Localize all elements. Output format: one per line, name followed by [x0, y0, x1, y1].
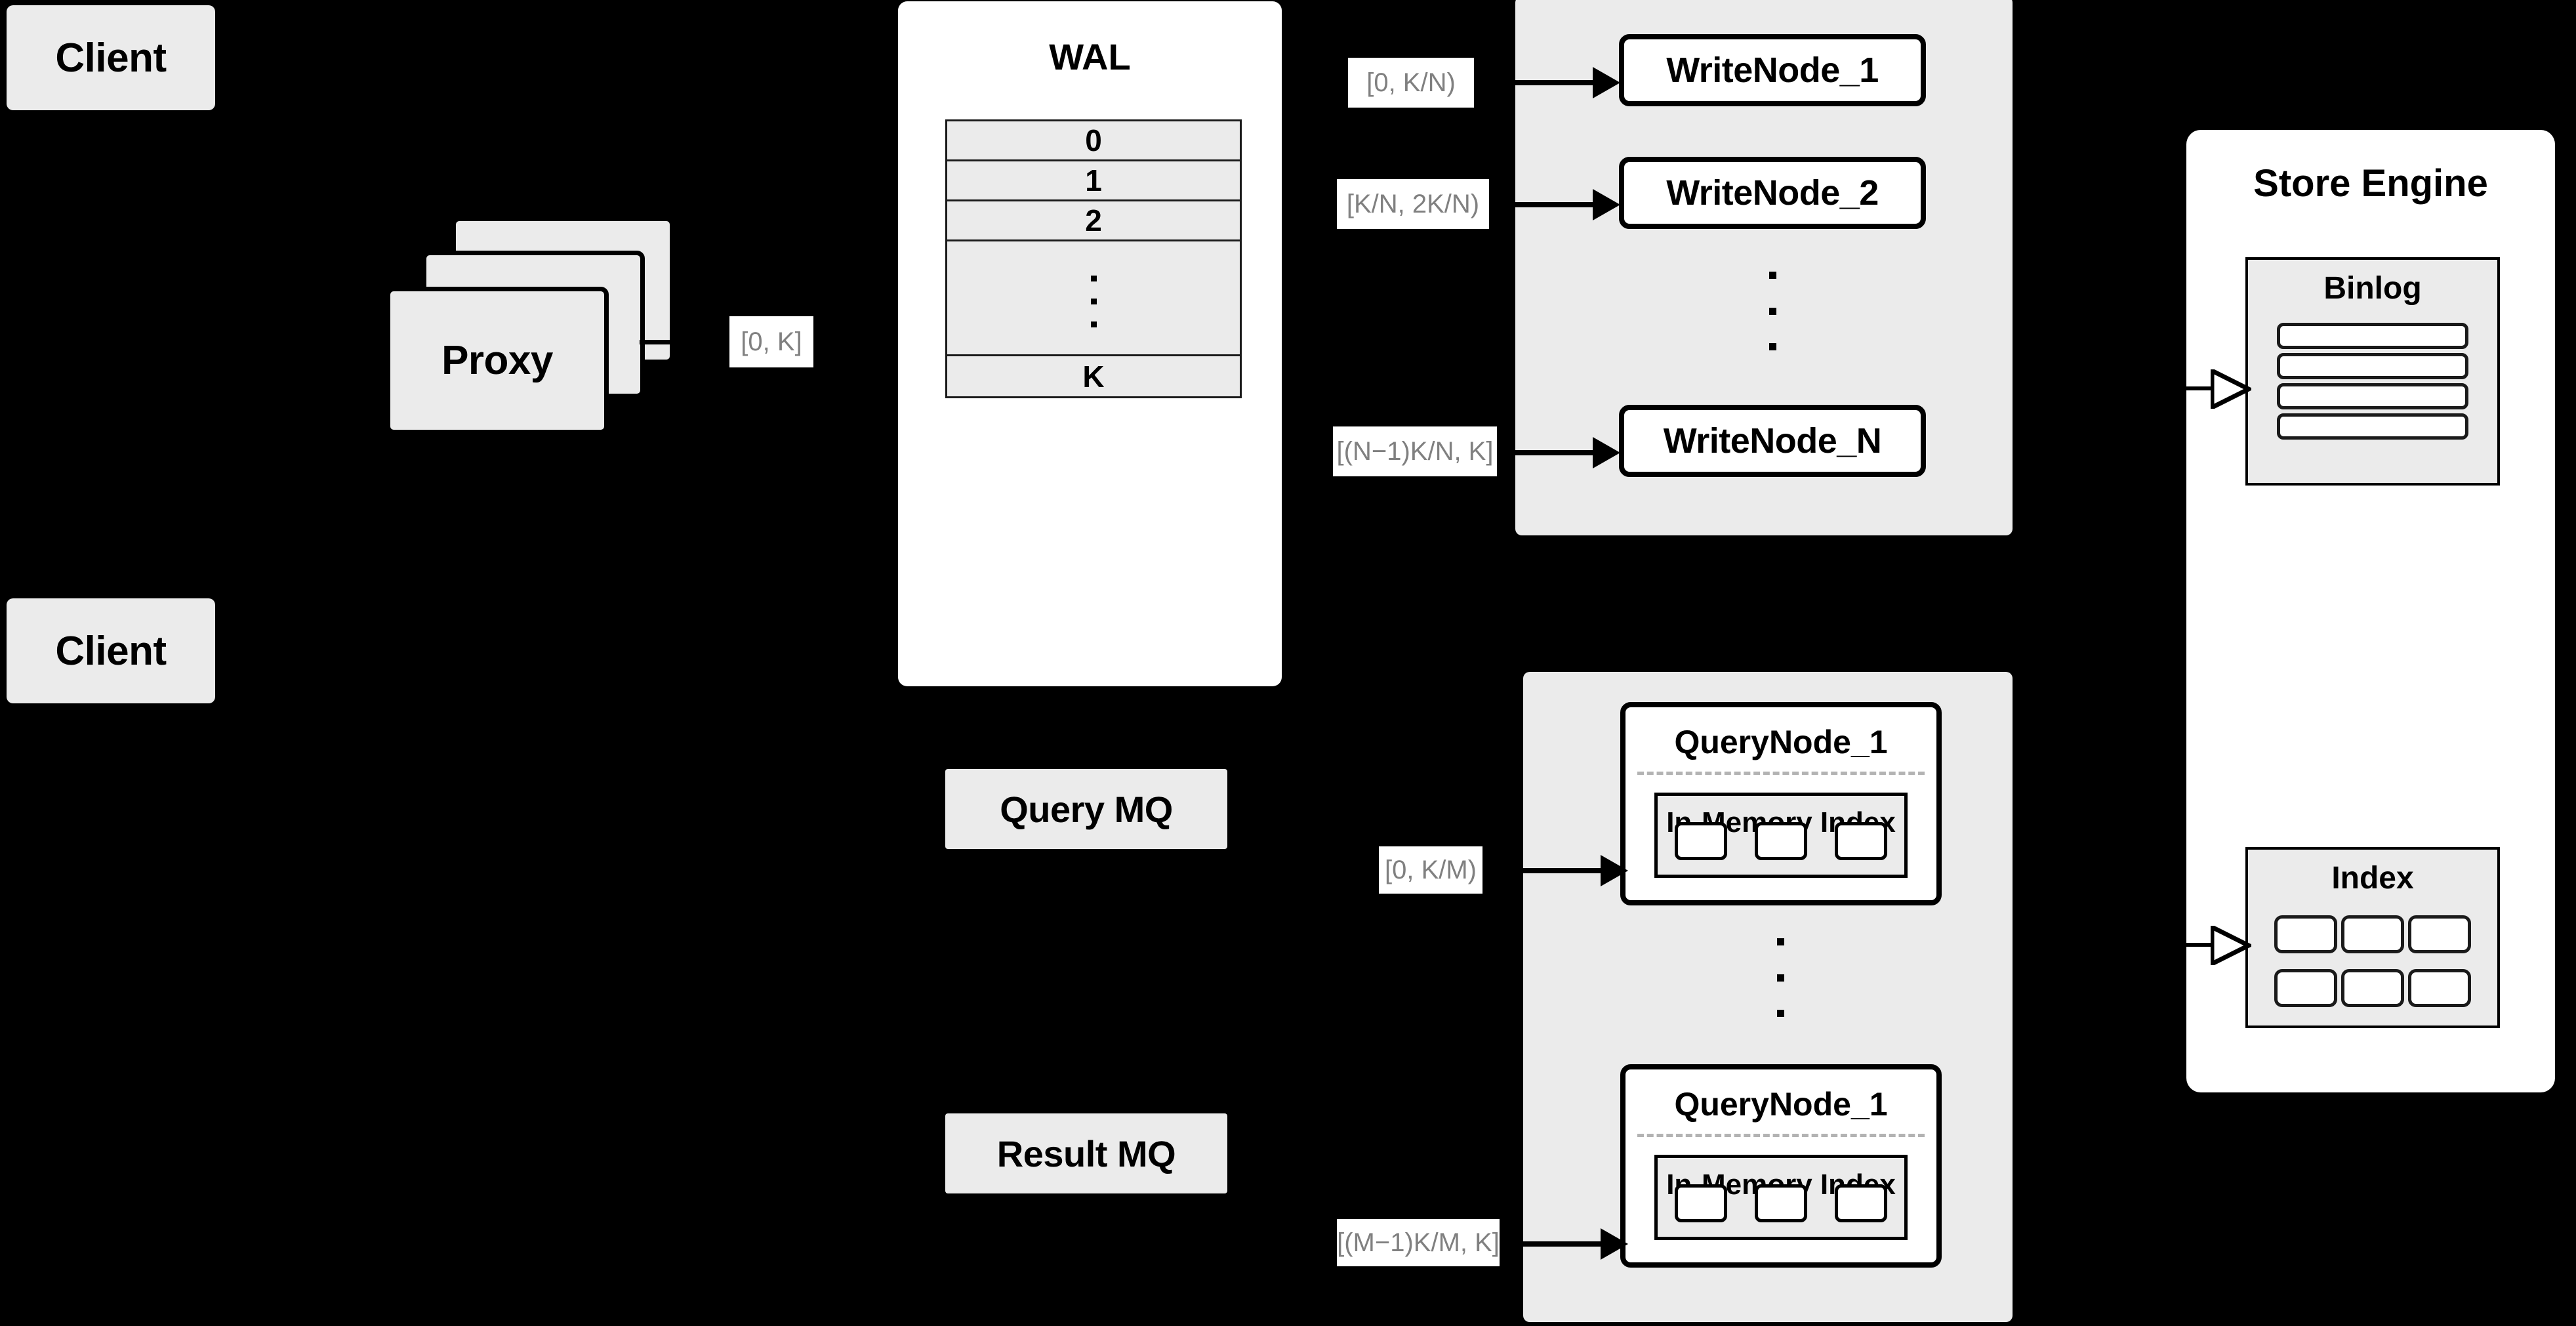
query-mq-label: Query MQ — [1000, 788, 1173, 830]
query-node-ellipsis — [1761, 938, 1800, 1017]
edge-label-wal-to-writenode-2: [K/N, 2K/N) — [1337, 179, 1489, 229]
index-title: Index — [2331, 861, 2414, 896]
client-node-1[interactable]: Client — [7, 5, 215, 110]
binlog-title: Binlog — [2323, 271, 2422, 306]
query-node-1[interactable]: QueryNode_1 In-Memory Index — [1620, 702, 1942, 905]
write-node-2[interactable]: WriteNode_2 — [1619, 157, 1926, 229]
wal-entry-row: K — [947, 356, 1240, 396]
edge-label-wal-to-writenode-1: [0, K/N) — [1348, 58, 1474, 108]
in-memory-index-panel-1: In-Memory Index — [1654, 793, 1908, 878]
binlog-row — [2277, 413, 2468, 440]
ellipsis-dot — [1768, 272, 1776, 279]
query-node-cluster: QueryNode_1 In-Memory Index QueryNode_1 … — [1523, 672, 2013, 1322]
wal-entry-row: 2 — [947, 201, 1240, 241]
write-node-1[interactable]: WriteNode_1 — [1619, 34, 1926, 106]
index-slot — [1755, 822, 1807, 860]
binlog-row — [2277, 383, 2468, 409]
index-panel: Index — [2245, 847, 2500, 1028]
ellipsis-dot — [1768, 307, 1776, 315]
index-grid — [2274, 915, 2471, 1007]
ellipsis-dot — [1090, 321, 1097, 327]
arrow-line-writenode-n — [1498, 450, 1593, 455]
write-node-label: WriteNode_2 — [1666, 173, 1879, 213]
edge-label-mq-to-querynode-m: [(M−1)K/M, K] — [1337, 1219, 1500, 1266]
index-grid-row — [2274, 915, 2471, 953]
wal-title: WAL — [1049, 36, 1131, 77]
open-arrow-head-index — [2211, 926, 2251, 965]
ellipsis-dot — [1776, 1010, 1784, 1017]
arrow-line-writenode-2 — [1490, 202, 1593, 207]
arrow-head-querynode-m — [1601, 1228, 1628, 1260]
index-cell — [2274, 915, 2337, 953]
arrow-head-querynode-1 — [1601, 855, 1628, 886]
wal-entry-ellipsis-row — [947, 241, 1240, 356]
result-mq-node[interactable]: Result MQ — [945, 1113, 1227, 1193]
arrow-head-writenode-n — [1593, 437, 1620, 468]
proxy-stack-layer-1[interactable]: Proxy — [386, 287, 609, 434]
binlog-panel: Binlog — [2245, 257, 2500, 486]
index-cell — [2408, 915, 2471, 953]
query-node-m[interactable]: QueryNode_1 In-Memory Index — [1620, 1064, 1942, 1268]
index-slot — [1755, 1184, 1807, 1222]
wal-entry-row: 0 — [947, 121, 1240, 161]
result-mq-label: Result MQ — [996, 1132, 1176, 1174]
open-arrow-head-binlog — [2211, 369, 2251, 409]
index-cell — [2274, 969, 2337, 1007]
query-node-label: QueryNode_1 — [1674, 1086, 1888, 1123]
ellipsis-dot — [1776, 974, 1784, 982]
store-engine-panel: Store Engine Binlog Index — [2186, 130, 2555, 1092]
ellipsis-dot — [1768, 343, 1776, 350]
write-node-label: WriteNode_1 — [1666, 51, 1879, 90]
edge-label-wal-to-writenode-n: [(N−1)K/N, K] — [1333, 426, 1497, 476]
query-node-divider — [1637, 772, 1925, 775]
write-node-label: WriteNode_N — [1663, 421, 1882, 461]
index-cell — [2341, 915, 2404, 953]
query-mq-node[interactable]: Query MQ — [945, 769, 1227, 849]
query-node-divider — [1637, 1134, 1925, 1137]
ellipsis-dot — [1090, 298, 1097, 304]
arrow-line-index — [2184, 943, 2215, 947]
proxy-to-wal-connector — [640, 340, 671, 344]
binlog-row-list — [2277, 323, 2468, 440]
index-slot — [1835, 1184, 1887, 1222]
wal-entry-table: 0 1 2 K — [945, 119, 1242, 398]
index-grid-row — [2274, 969, 2471, 1007]
wal-entry-row: 1 — [947, 161, 1240, 201]
edge-label-proxy-to-wal: [0, K] — [729, 316, 813, 367]
in-memory-index-slots — [1675, 822, 1887, 860]
wal-panel: WAL 0 1 2 K — [898, 1, 1282, 686]
arrow-head-writenode-2 — [1593, 189, 1620, 220]
binlog-row — [2277, 353, 2468, 379]
index-slot — [1675, 1184, 1727, 1222]
query-node-label: QueryNode_1 — [1674, 724, 1888, 760]
arrow-line-querynode-m — [1501, 1241, 1601, 1247]
proxy-label: Proxy — [441, 338, 553, 383]
index-cell — [2408, 969, 2471, 1007]
store-engine-title: Store Engine — [2253, 162, 2488, 205]
index-slot — [1835, 822, 1887, 860]
in-memory-index-panel-2: In-Memory Index — [1654, 1155, 1908, 1240]
write-node-n[interactable]: WriteNode_N — [1619, 405, 1926, 477]
arrow-line-binlog — [2184, 386, 2215, 390]
arrow-line-querynode-1 — [1484, 868, 1601, 873]
index-cell — [2341, 969, 2404, 1007]
client-node-2[interactable]: Client — [7, 598, 215, 703]
edge-label-mq-to-querynode-1: [0, K/M) — [1379, 846, 1482, 894]
in-memory-index-slots — [1675, 1184, 1887, 1222]
ellipsis-dot — [1090, 275, 1097, 281]
client-label: Client — [55, 628, 167, 674]
write-node-ellipsis — [1753, 272, 1792, 350]
ellipsis-dot — [1776, 938, 1784, 945]
client-label: Client — [55, 35, 167, 81]
binlog-row — [2277, 323, 2468, 349]
index-slot — [1675, 822, 1727, 860]
arrow-head-writenode-1 — [1593, 67, 1620, 98]
arrow-line-writenode-1 — [1478, 80, 1593, 85]
